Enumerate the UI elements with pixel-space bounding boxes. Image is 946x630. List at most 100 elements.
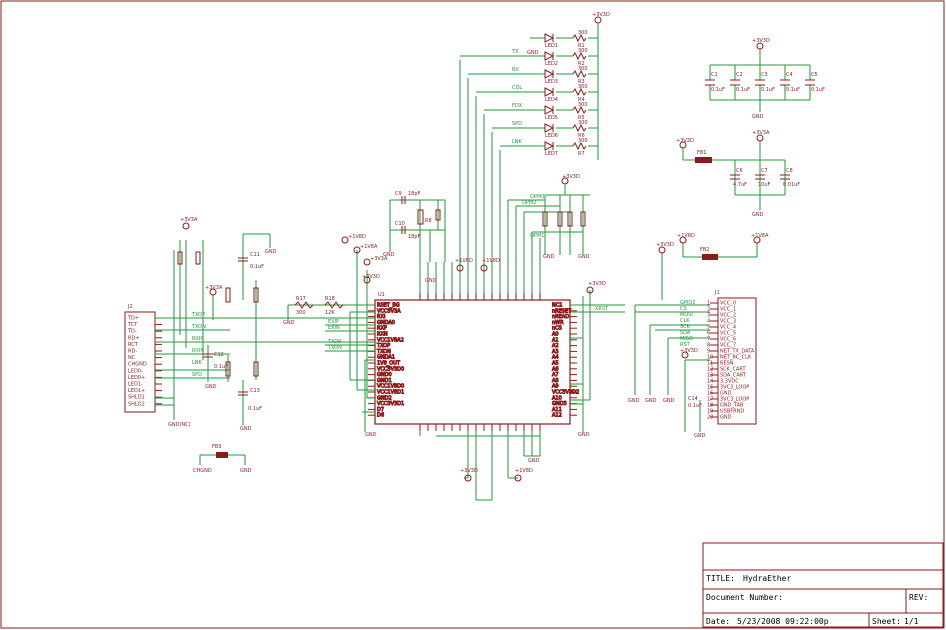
u1-right-pin-label: VCC3V3D2: [552, 390, 579, 396]
cap-value: 0.01uF: [783, 182, 800, 188]
svg-text:+3V3D: +3V3D: [752, 38, 770, 44]
svg-text:+3V3D: +3V3D: [362, 274, 380, 280]
led-signal-label: COL: [512, 85, 522, 91]
j1-pin-label: VCC_0: [720, 301, 736, 307]
led-label: LED5: [545, 115, 558, 121]
led-label: LED4: [545, 97, 558, 103]
svg-text:+1V8D: +1V8D: [677, 233, 695, 239]
j2-net-label: TXON: [191, 324, 206, 330]
cap-label: C6: [736, 168, 743, 174]
resistor-icon: [572, 141, 587, 151]
svg-text:+1V8D: +1V8D: [515, 468, 533, 474]
j2-net-label: LNK: [192, 360, 203, 366]
cap-value: 10uF: [758, 182, 771, 188]
u1-left-pin-label: D7: [377, 407, 384, 413]
j1-pin-label: 3.3VDC: [720, 379, 739, 385]
led-icon: [544, 33, 555, 43]
led-res-label: R3: [578, 79, 585, 85]
svg-text:CHGND: CHGND: [193, 468, 212, 474]
svg-text:+3V3D: +3V3D: [592, 12, 610, 18]
svg-text:GND: GND: [578, 254, 590, 260]
resistor-icon: [572, 105, 587, 115]
j1-pin-label: RESN: [720, 361, 734, 367]
svg-text:R17: R17: [296, 296, 306, 302]
svg-text:GND: GND: [628, 398, 640, 404]
svg-text:GND: GND: [240, 468, 252, 474]
cap-value: 4.7uF: [733, 182, 747, 188]
j2-pin-label: TD+: [127, 316, 139, 322]
u1-right-pin-label: NC1: [552, 303, 562, 309]
led-res-label: R7: [578, 151, 585, 157]
j1-pin-label: NET_TX_DATA: [720, 349, 755, 355]
u1-left-pin-label: GND0: [377, 372, 392, 378]
j1-pin-label: VCC_6: [720, 337, 736, 343]
j1-pin-number: 11: [707, 361, 713, 367]
j2-net-label: RXIN: [192, 348, 204, 354]
svg-text:GND: GND: [663, 398, 675, 404]
led-icon: [544, 87, 555, 97]
led-signal-label: SPD: [512, 121, 522, 127]
svg-text:300: 300: [296, 310, 306, 316]
svg-text:GND: GND: [205, 384, 217, 390]
gnd-label: GND: [527, 50, 539, 56]
j2-pin-label: RD+: [128, 335, 140, 341]
cap-value: 0.1uF: [786, 87, 800, 93]
u1-wiring: [325, 60, 625, 501]
cap-label: C7: [761, 168, 768, 174]
j2-pin-label: LED1+: [128, 388, 145, 394]
led-icon: [544, 51, 555, 61]
j1-pin-number: 1: [707, 301, 710, 307]
svg-text:OPM2: OPM2: [522, 200, 536, 206]
u1-right-pin-label: A11: [552, 407, 562, 413]
resistor-icon: [572, 87, 587, 97]
resistor-icon: [572, 123, 587, 133]
j2-pin-label: LED0-: [128, 368, 143, 374]
opm-resistors: +3V3D: [508, 174, 590, 255]
j1-pin-label: VCC_4: [720, 325, 736, 331]
j1-pin-number: 18: [707, 403, 713, 409]
svg-text:OPM1: OPM1: [530, 233, 544, 239]
svg-text:C9: C9: [395, 191, 402, 197]
j1-pin-number: 12: [707, 367, 713, 373]
u1-left-pin-label: GND1: [377, 378, 392, 384]
led-res-label: R4: [578, 97, 585, 103]
led-icon: [544, 141, 555, 151]
j2-pin-label: LED0+: [128, 375, 145, 381]
resistor-icon: [572, 33, 587, 43]
svg-text:18pF: 18pF: [408, 234, 421, 240]
svg-text:GND: GND: [752, 114, 764, 120]
led-label: LED7: [545, 151, 558, 157]
j1-signal-label: CS: [680, 306, 687, 312]
j1-signal-label: MISO: [680, 336, 693, 342]
j1-pin-label: SDA_CART: [720, 373, 747, 379]
led-label: LED2: [545, 61, 558, 67]
cap-value: 0.1uF: [761, 87, 775, 93]
led-signal-label: TX: [511, 49, 519, 55]
j1-pin-label: 3VC3_LOOP: [720, 397, 749, 403]
svg-text:GND: GND: [283, 320, 295, 326]
title-block: TITLE: HydraEther Document Number: REV: …: [702, 542, 944, 628]
svg-text:J2: J2: [127, 304, 133, 310]
cap-value: 0.1uF: [811, 87, 825, 93]
led-icon: [544, 105, 555, 115]
svg-text:GND: GND: [240, 426, 252, 432]
j2-connector: J2 TD+TCTTD-RD+RCTRD-NCCHGNDLED0-LED0+LE…: [124, 217, 375, 428]
j2-pin-label: LED1-: [128, 382, 143, 388]
u1-right-pin-label: A1: [552, 337, 559, 343]
j1-pin-number: 5: [707, 325, 710, 331]
led-icon: [544, 69, 555, 79]
svg-text:+1V8A: +1V8A: [751, 233, 769, 239]
j1-signal-label: CLK: [680, 318, 690, 324]
led-res-label: R6: [578, 133, 585, 139]
led-res-val: 300: [578, 66, 588, 72]
u1-right-pin-label: GND3: [552, 401, 567, 407]
svg-text:GND(NC): GND(NC): [168, 422, 191, 428]
u1-right-pin-label: A4: [552, 355, 559, 361]
j2-pin-label: SHLD2: [128, 401, 145, 407]
j1-signal-label: RST: [680, 342, 691, 348]
j2-pin-label: NC: [128, 355, 136, 361]
u1-right-pin-label: A10: [552, 395, 562, 401]
led-label: LED3: [545, 79, 558, 85]
svg-text:GND: GND: [752, 212, 764, 218]
led-res-label: R2: [578, 61, 585, 67]
